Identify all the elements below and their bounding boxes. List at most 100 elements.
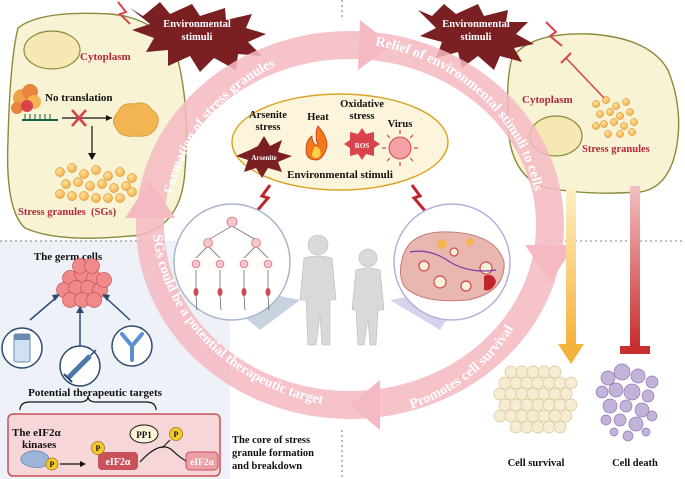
- granule-dot: [520, 376, 534, 390]
- stress-granules-label-left: Stress granules (SGs): [18, 207, 117, 218]
- stress-granules-left: [55, 163, 137, 203]
- granule-dot: [622, 430, 634, 442]
- env-stimuli-right-line2: stimuli: [461, 32, 492, 43]
- granule-dot: [630, 368, 646, 384]
- granule-dot: [509, 398, 523, 412]
- granule-dot: [602, 96, 610, 104]
- granule-dot: [79, 191, 89, 201]
- granule-dot: [504, 387, 518, 401]
- lightning-icon: [545, 21, 563, 47]
- aggregate-icon: [113, 102, 159, 137]
- granule-dot: [109, 183, 119, 193]
- granule-dot: [612, 102, 620, 110]
- granule-dot: [559, 409, 573, 423]
- granule-dot: [622, 98, 630, 106]
- granule-dot: [619, 399, 633, 413]
- death-inhibition-bar: [620, 346, 650, 354]
- granule-dot: [626, 108, 634, 116]
- granule-dot: [526, 409, 540, 423]
- granule-dot: [628, 128, 636, 136]
- granule-dot: [79, 169, 89, 179]
- granule-dot: [548, 409, 562, 423]
- cytoplasm-label-left: Cytoplasm: [80, 51, 131, 63]
- granule-dot: [553, 398, 567, 412]
- granule-dot: [96, 272, 112, 288]
- phospho-icon: [169, 427, 183, 441]
- brace: [19, 395, 157, 411]
- granule-dot: [103, 193, 113, 203]
- lightning-icon: [254, 184, 272, 213]
- ribosome-mrna-icon: [11, 84, 58, 121]
- block-x-icon: [71, 109, 87, 127]
- lineage-tree: [191, 216, 273, 311]
- eif2a-label-2: eIF2α: [190, 458, 214, 468]
- granule-dot: [251, 238, 261, 248]
- granule-dot: [91, 193, 101, 203]
- granule-dot: [616, 112, 624, 120]
- virus-label: Virus: [388, 119, 413, 130]
- arsenite-stress-line2: stress: [256, 122, 281, 133]
- granule-dot: [55, 189, 65, 199]
- therapeutic-targets-label: Potential therapeutic targets: [28, 387, 163, 399]
- granule-dot: [127, 187, 137, 197]
- granule-dot: [630, 118, 638, 126]
- therapeutic-panel: The germ cells Potential therapeutic tar…: [1, 251, 314, 477]
- granule-dot: [542, 420, 556, 434]
- granule-dot: [526, 365, 540, 379]
- granule-dot: [600, 370, 616, 386]
- env-stimuli-right-line1: Environmental: [442, 19, 510, 30]
- cell-survival-cluster-icon: [493, 365, 578, 434]
- granule-dot: [127, 173, 137, 183]
- granule-dot: [553, 420, 567, 434]
- drug-bottle-icon: [1, 327, 43, 369]
- granule-dot: [493, 387, 507, 401]
- granule-dot: [239, 259, 249, 269]
- death-arrow-shaft: [630, 186, 640, 346]
- granule-dot: [84, 258, 100, 274]
- granule-dot: [592, 100, 600, 108]
- survival-arrow-shaft: [566, 186, 576, 346]
- granule-dot: [613, 413, 627, 427]
- arsenite-stress-line1: Arsenite: [249, 110, 287, 121]
- granule-dot: [548, 387, 562, 401]
- germ-cell-cluster-icon: [56, 258, 112, 308]
- granule-dot: [564, 398, 578, 412]
- granule-dot: [504, 365, 518, 379]
- granule-dot: [73, 177, 83, 187]
- granule-dot: [548, 365, 562, 379]
- granule-dot: [613, 363, 631, 381]
- nucleus-icon: [23, 30, 81, 70]
- cytoplasm-label-right: Cytoplasm: [522, 94, 573, 106]
- couple-figure: [299, 234, 385, 346]
- core-line3: and breakdown: [232, 461, 302, 472]
- granule-dot: [616, 130, 624, 138]
- outcomes: Cell survival Cell death: [493, 186, 659, 469]
- granule-dot: [526, 387, 540, 401]
- granule-dot: [121, 181, 131, 191]
- granule-dot: [537, 365, 551, 379]
- granule-dot: [61, 179, 71, 189]
- granule-dot: [67, 191, 77, 201]
- granule-dot: [191, 259, 201, 269]
- cell-survival-label: Cell survival: [508, 458, 565, 469]
- granule-dot: [606, 108, 614, 116]
- core-line1: The core of stress: [232, 435, 310, 446]
- ring-arrowhead-bottom: [350, 380, 380, 430]
- granule-dot: [646, 410, 658, 422]
- pp1-icon: [129, 424, 159, 444]
- granule-dot: [645, 375, 659, 389]
- granule-dot: [115, 167, 125, 177]
- spermatogenesis-lens: [173, 203, 300, 330]
- granule-dot: [537, 409, 551, 423]
- lightning-icon: [410, 184, 428, 213]
- pp1-label: PP1: [136, 430, 152, 440]
- granule-dot: [592, 122, 600, 130]
- granule-dot: [537, 387, 551, 401]
- granule-dot: [515, 365, 529, 379]
- granule-dot: [641, 427, 651, 437]
- stress-granules-label-right: Stress granules: [582, 144, 650, 155]
- lightning-icon: [117, 1, 131, 25]
- granule-dot: [515, 409, 529, 423]
- env-stimuli-left-line1: Environmental: [163, 19, 231, 30]
